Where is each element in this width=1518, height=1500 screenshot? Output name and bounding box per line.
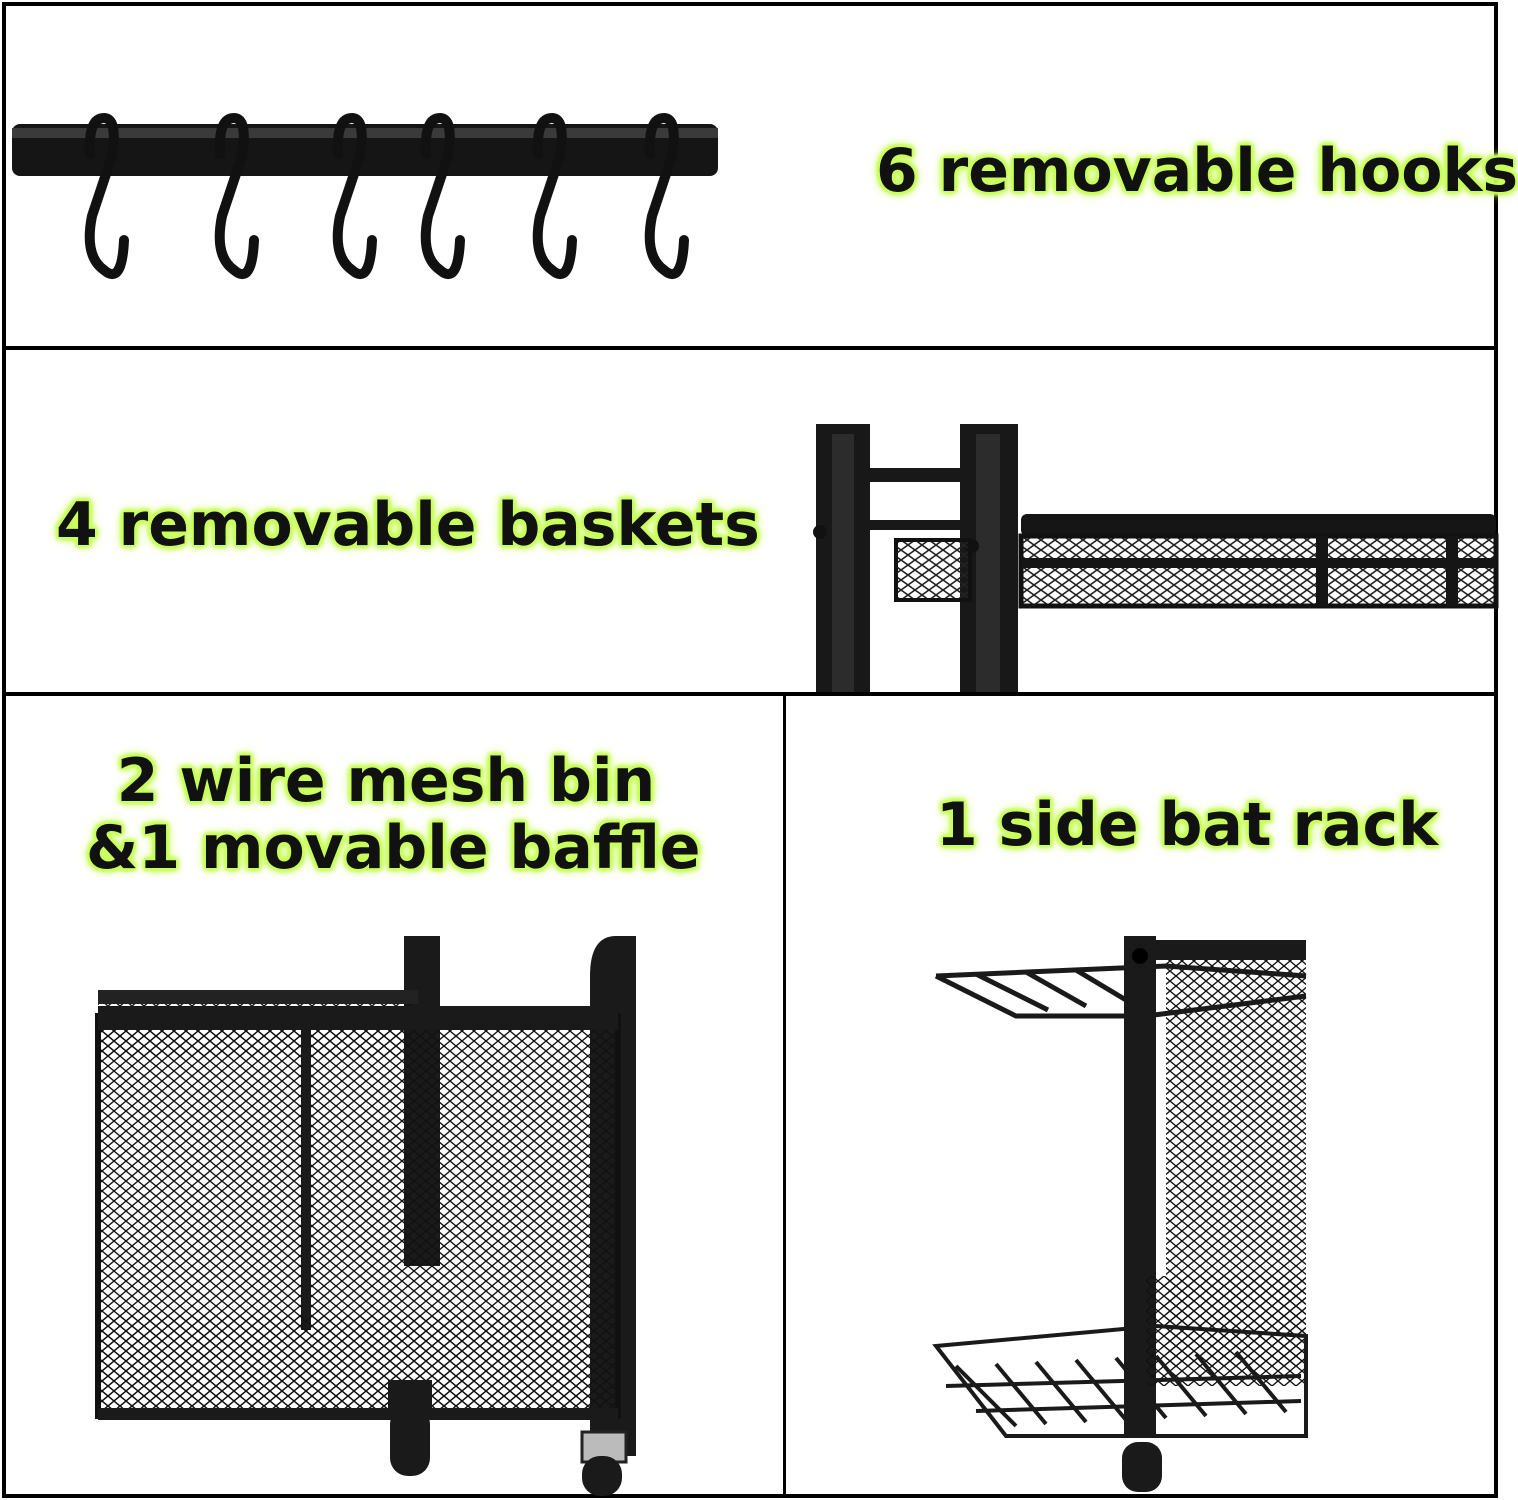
panel-hooks: 6 removable hooks [2,2,1518,350]
baskets-caption: 4 removable baskets [56,490,760,560]
panel-baskets: 4 removable baskets [2,346,1499,696]
hooks-caption: 6 removable hooks [876,136,1518,206]
basket-frame-illustration [813,424,1499,694]
hook-icon [214,112,259,279]
hooks-illustration [12,112,718,279]
panel-mesh-bin: 2 wire mesh bin &1 movable baffle [2,692,787,1498]
mesh-bin-caption-line1: 2 wire mesh bin [116,746,656,816]
hook-icon [84,112,129,279]
hook-icon [420,112,465,279]
mesh-bin-illustration [95,936,636,1496]
hook-icon [332,112,377,279]
mesh-bin-caption-line2: &1 movable baffle [86,813,701,884]
bat-rack-illustration [932,936,1308,1492]
bat-rack-caption: 1 side bat rack [936,790,1439,860]
panel-bat-rack: 1 side bat rack [783,692,1498,1498]
mesh-bin-caption: 2 wire mesh bin &1 movable baffle [86,746,701,884]
hook-icon [532,112,577,279]
hook-icon [644,112,689,279]
